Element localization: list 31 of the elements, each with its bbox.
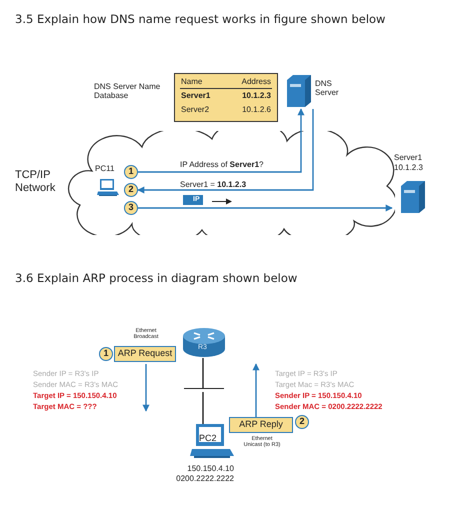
step-number: 1 — [99, 347, 113, 361]
arrow — [137, 109, 314, 194]
column-header: Name — [181, 77, 202, 86]
node-label: PC11 — [95, 164, 114, 174]
table-caption: DNS Server Name Database — [94, 82, 162, 100]
node-label: PC2 — [199, 433, 217, 444]
connector-line — [202, 392, 204, 424]
heading: 3.5 Explain how DNS name request works in figure shown below — [15, 13, 386, 26]
connector-line — [202, 358, 204, 388]
edge-label: IP Address of Server1? — [180, 160, 264, 170]
address-label: 0200.2222.2222 — [176, 474, 234, 484]
message-box: ARP Request — [114, 346, 176, 362]
arrow — [142, 364, 150, 412]
node-label: DNS Server — [315, 79, 340, 98]
table-cell: Server1 — [181, 91, 210, 100]
node-label: Server1 — [394, 153, 422, 162]
table-cell: Server2 — [181, 105, 210, 114]
column-header: Address — [242, 77, 271, 86]
table-cell: 10.1.2.6 — [242, 105, 271, 114]
heading: 3.6 Explain ARP process in diagram shown below — [15, 272, 298, 286]
address-label: 150.150.4.10 — [187, 464, 234, 474]
message-box: ARP Reply — [229, 417, 293, 433]
edge-label: Server1 = 10.1.2.3 — [180, 180, 246, 190]
arrow — [138, 204, 393, 212]
arrow — [138, 108, 304, 173]
network-segment — [184, 388, 224, 392]
table-cell: 10.1.2.3 — [242, 91, 271, 100]
node-label: 10.1.2.3 — [394, 163, 423, 172]
network-label: TCP/IP Network — [15, 169, 56, 194]
arrow — [252, 363, 260, 417]
step-number: 2 — [295, 415, 309, 429]
